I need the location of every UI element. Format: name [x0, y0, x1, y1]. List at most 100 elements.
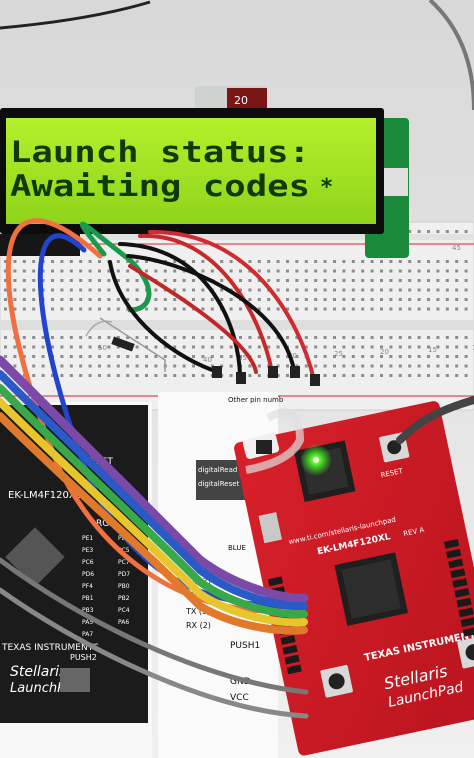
- breadboard-hole: [455, 374, 459, 377]
- breadboard-hole: [98, 336, 101, 339]
- breadboard-hole: [60, 336, 64, 339]
- breadboard-hole: [116, 307, 120, 311]
- breadboard-hole: [210, 345, 214, 349]
- breadboard-hole: [257, 336, 261, 339]
- breadboard-hole: [351, 298, 355, 301]
- paper-pin-label: PD6: [82, 571, 94, 578]
- breadboard-hole: [361, 364, 365, 368]
- breadboard-hole: [333, 364, 336, 368]
- breadboard-hole: [408, 336, 412, 339]
- breadboard-hole: [267, 260, 271, 263]
- breadboard-hole: [22, 260, 26, 263]
- paper-gnd: GND: [230, 677, 251, 687]
- breadboard-hole: [88, 260, 92, 263]
- wire-gray-1: [0, 557, 309, 695]
- usb-cable: [396, 396, 474, 444]
- breadboard-hole: [351, 307, 355, 311]
- breadboard-hole: [323, 279, 327, 282]
- breadboard-hole: [342, 307, 346, 311]
- breadboard-hole: [229, 374, 233, 377]
- breadboard-hole: [69, 260, 73, 263]
- breadboard-hole: [22, 269, 26, 273]
- breadboard-hole: [69, 374, 73, 377]
- breadboard-hole: [342, 345, 346, 349]
- paper-tx: TX (3): [185, 607, 210, 616]
- paper-pin-label: PC5: [118, 547, 130, 554]
- breadboard-hole: [126, 298, 130, 301]
- header-pin: [280, 635, 296, 645]
- breadboard-hole: [135, 345, 139, 349]
- col-label-10: 10: [472, 344, 474, 352]
- breadboard-hole: [380, 279, 383, 282]
- breadboard-hole: [201, 288, 205, 292]
- breadboard-hole: [210, 269, 214, 273]
- breadboard-hole: [436, 336, 440, 339]
- breadboard-hole: [32, 260, 36, 263]
- wire-black-1: [118, 242, 242, 380]
- breadboard-hole: [380, 298, 383, 301]
- breadboard-hole: [210, 298, 214, 301]
- breadboard-hole: [361, 374, 365, 377]
- col-label-40: 40: [203, 356, 212, 364]
- breadboard-hole: [342, 298, 346, 301]
- breadboard-hole: [342, 288, 346, 292]
- breadboard-hole: [333, 355, 336, 358]
- breadboard-hole: [417, 374, 421, 377]
- breadboard-hole: [427, 298, 430, 301]
- breadboard-hole: [427, 279, 430, 282]
- breadboard-hole: [304, 374, 308, 377]
- paper-model: EK-LM4F120XL: [8, 490, 82, 501]
- breadboard-hole: [314, 307, 318, 311]
- breadboard-hole: [229, 364, 233, 368]
- breadboard-hole: [436, 307, 440, 311]
- breadboard-hole: [276, 288, 280, 292]
- breadboard-hole: [79, 260, 83, 263]
- breadboard-hole: [417, 279, 421, 282]
- breadboard-hole: [295, 269, 299, 273]
- breadboard-hole: [276, 345, 280, 349]
- breadboard-hole: [229, 269, 233, 273]
- breadboard-hole: [398, 364, 402, 368]
- breadboard-hole: [32, 345, 36, 349]
- breadboard-hole: [248, 336, 252, 339]
- breadboard-hole: [295, 298, 299, 301]
- ribbon-green: [0, 384, 308, 619]
- breadboard-hole: [314, 336, 318, 339]
- breadboard-hole: [436, 298, 440, 301]
- breadboard-hole: [98, 364, 101, 368]
- breadboard-hole: [342, 260, 346, 263]
- breadboard-hole: [445, 374, 449, 377]
- breadboard-hole: [182, 307, 186, 311]
- breadboard-hole: [60, 374, 64, 377]
- breadboard-hole: [163, 345, 167, 349]
- breadboard-hole: [370, 364, 374, 368]
- breadboard-hole: [173, 355, 177, 358]
- breadboard-hole: [98, 269, 101, 273]
- paper-pin-label: PD7: [118, 571, 130, 578]
- paper-pin-label: PA5: [82, 619, 93, 626]
- breadboard-hole: [408, 355, 412, 358]
- breadboard-hole: [51, 307, 54, 311]
- breadboard-hole: [370, 298, 374, 301]
- breadboard-hole: [342, 364, 346, 368]
- breadboard-hole: [201, 298, 205, 301]
- breadboard-hole: [455, 260, 459, 263]
- breadboard-hole: [398, 307, 402, 311]
- breadboard-hole: [239, 355, 242, 358]
- breadboard-hole: [201, 307, 205, 311]
- breadboard-hole: [455, 230, 459, 233]
- breadboard-hole: [398, 260, 402, 263]
- breadboard-hole: [436, 364, 440, 368]
- breadboard-hole: [314, 260, 318, 263]
- breadboard-hole: [380, 307, 383, 311]
- breadboard-hole: [173, 364, 177, 368]
- paper-pin-label: PB0: [118, 583, 130, 590]
- breadboard-hole: [201, 260, 205, 263]
- breadboard-hole: [32, 355, 36, 358]
- breadboard-hole: [88, 298, 92, 301]
- breadboard-hole: [323, 355, 327, 358]
- breadboard-hole: [304, 288, 308, 292]
- breadboard-hole: [69, 345, 73, 349]
- breadboard-hole: [4, 345, 7, 349]
